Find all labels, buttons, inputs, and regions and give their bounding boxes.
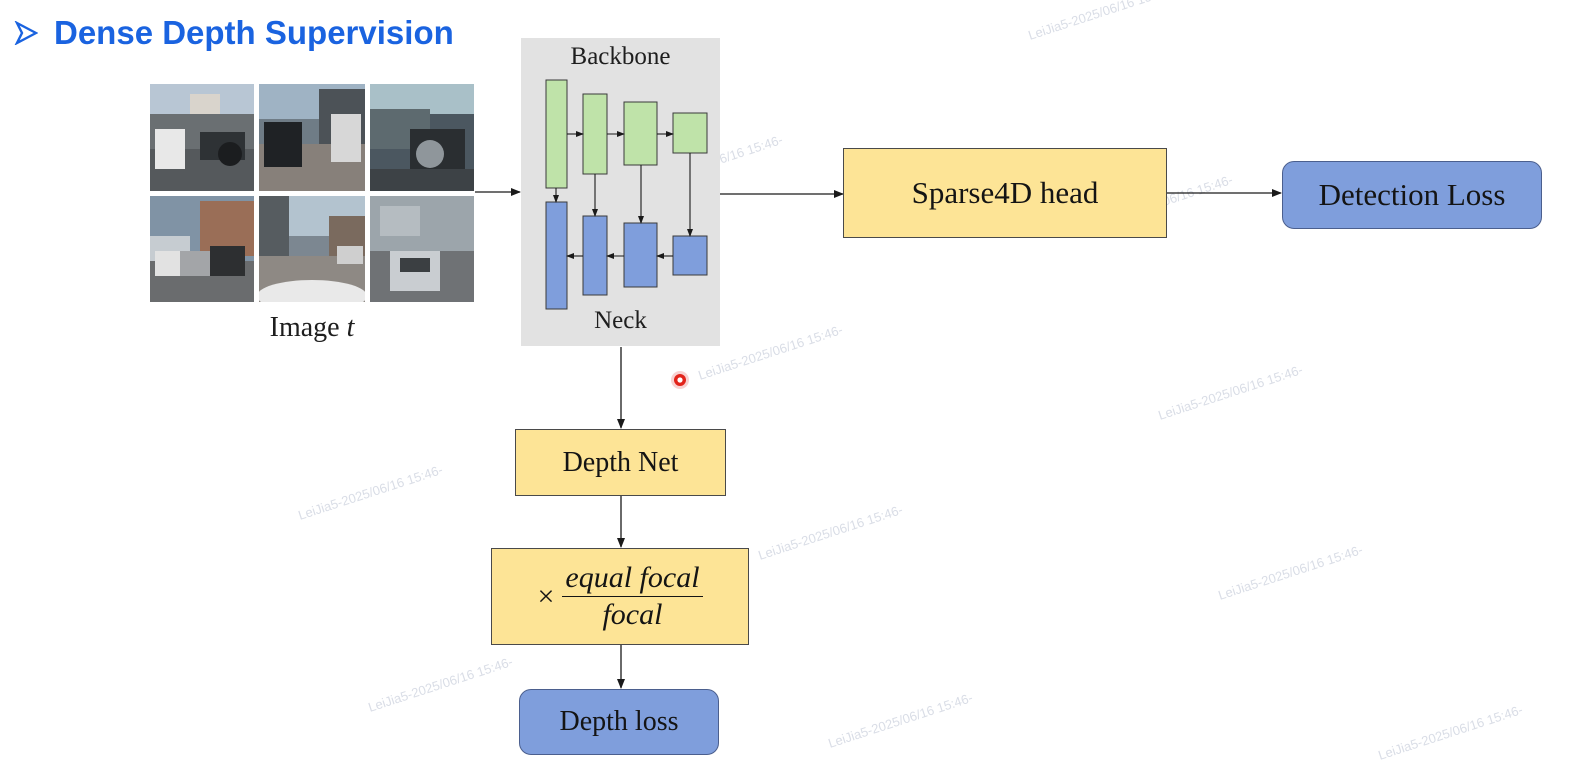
slide-title: Dense Depth Supervision <box>54 14 454 51</box>
depth-net-label: Depth Net <box>562 446 679 478</box>
camera-image-front <box>259 84 365 191</box>
arrowhead-bullet-icon <box>14 21 38 45</box>
image-caption-variable: t <box>346 312 355 343</box>
watermark-text: LeiJia5-2025/06/16 15:46- <box>1156 362 1304 423</box>
backbone-label: Backbone <box>570 43 671 70</box>
depth-loss-box: Depth loss <box>519 689 719 755</box>
watermark-text: LeiJia5-2025/06/16 15:46- <box>1216 542 1364 603</box>
camera-image-front-left <box>150 84 254 191</box>
watermark-text: LeiJia5-2025/06/16 15:46- <box>756 502 904 563</box>
fraction-bar <box>562 595 703 598</box>
watermark-text: LeiJia5-2025/06/16 15:46- <box>366 654 514 715</box>
laser-pointer-icon <box>671 371 689 389</box>
fraction-denominator: focal <box>602 598 663 632</box>
detection-loss-label: Detection Loss <box>1318 177 1506 212</box>
sparse4d-head-box: Sparse4D head <box>843 148 1167 238</box>
flow-arrows <box>475 188 1282 689</box>
image-caption: Image t <box>150 312 474 344</box>
slide-heading: Dense Depth Supervision <box>14 14 454 52</box>
camera-image-back-right <box>370 196 474 302</box>
detection-loss-box: Detection Loss <box>1282 161 1542 229</box>
watermark-text: LeiJia5-2025/06/16 15:46- <box>1376 702 1524 763</box>
watermark-text: LeiJia5-2025/06/16 15:46- <box>826 690 974 751</box>
multiply-sign: × <box>537 579 555 613</box>
depth-net-box: Depth Net <box>515 429 726 496</box>
camera-image-grid <box>150 84 474 302</box>
focal-scaling-box: × equal focal focal <box>491 548 749 645</box>
depth-loss-label: Depth loss <box>559 706 679 737</box>
focal-fraction: equal focal focal <box>562 560 703 634</box>
camera-image-front-right <box>370 84 474 191</box>
watermark-text: LeiJia5-2025/06/16 15:46- <box>1026 0 1174 43</box>
focal-scaling-formula: × equal focal focal <box>537 560 703 634</box>
watermark-layer: LeiJia5-2025/06/16 15:46- LeiJia5-2025/0… <box>296 0 1524 763</box>
image-caption-prefix: Image <box>269 312 347 343</box>
fraction-numerator: equal focal <box>565 560 700 594</box>
camera-image-back <box>259 196 365 302</box>
backbone-panel <box>521 38 720 346</box>
camera-image-back-left <box>150 196 254 302</box>
watermark-text: LeiJia5-2025/06/16 15:46- <box>296 462 444 523</box>
neck-label: Neck <box>594 307 647 334</box>
sparse4d-head-label: Sparse4D head <box>911 175 1099 210</box>
